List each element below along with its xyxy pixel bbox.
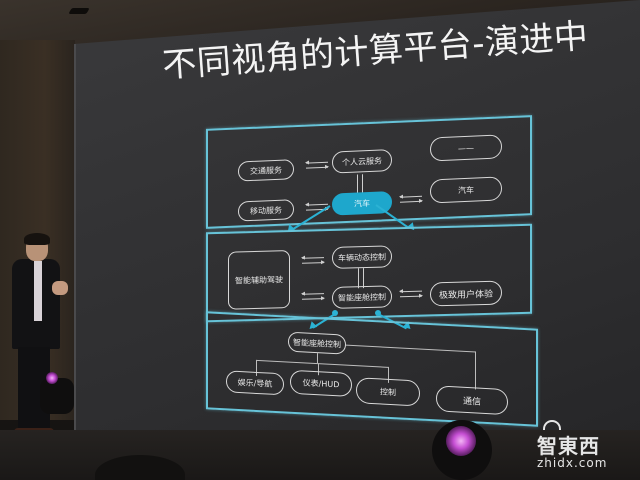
connector-dot	[332, 310, 338, 316]
node-mobile-service: 移动服务	[238, 199, 294, 222]
node-entertainment-nav: 娱乐/导航	[226, 370, 284, 396]
ceiling-light-icon	[68, 8, 90, 14]
tree-connector	[317, 353, 318, 364]
connector-dot	[375, 310, 381, 316]
bidirectional-arrow-icon	[301, 255, 325, 266]
stage-light-icon	[446, 426, 476, 456]
speaker-figure	[10, 233, 70, 440]
panel-cockpit-tree: 智能座舱控制 娱乐/导航 仪表/HUD 控制 通信	[206, 311, 538, 427]
node-car-right: 汽车	[430, 176, 502, 204]
node-traffic-service: 交通服务	[238, 159, 294, 182]
node-vehicle-dynamics: 车辆动态控制	[332, 245, 392, 269]
node-cluster-hud: 仪表/HUD	[290, 369, 352, 397]
watermark-logo: 智東西	[537, 434, 600, 458]
node-communication: 通信	[436, 385, 508, 416]
panel-vehicle-control: 智能辅助驾驶 车辆动态控制 智能座舱控制 极致用户体验	[206, 223, 532, 323]
node-cockpit-control: 智能座舱控制	[332, 285, 392, 309]
wifi-icon	[543, 420, 561, 430]
audience-head	[95, 455, 185, 480]
speaker-hair	[24, 233, 50, 245]
watermark-url: zhidx.com	[537, 456, 608, 470]
node-personal-cloud: 个人云服务	[332, 149, 392, 174]
bidirectional-arrow-icon	[399, 289, 423, 300]
node-control: 控制	[356, 377, 420, 407]
tree-connector	[346, 344, 476, 353]
tree-connector	[256, 359, 388, 368]
stage-light-icon	[46, 372, 58, 384]
speaker-shirt	[34, 261, 42, 321]
watermark: 智東西 zhidx.com	[537, 420, 632, 476]
bidirectional-arrow-icon	[399, 194, 423, 205]
bidirectional-arrow-icon	[301, 291, 325, 302]
panel-ecosystem: 交通服务 个人云服务 —— 移动服务 汽车 汽车	[206, 115, 532, 229]
bidirectional-arrow-icon	[305, 160, 329, 171]
tree-connector	[475, 351, 476, 390]
node-tree-root: 智能座舱控制	[288, 331, 346, 355]
node-user-experience: 极致用户体验	[430, 280, 502, 307]
projection-screen	[74, 0, 640, 440]
node-car-center: 汽车	[332, 191, 392, 216]
node-blank: ——	[430, 134, 502, 162]
screen-edge	[74, 44, 76, 440]
stage-light-fixture	[40, 378, 74, 414]
node-adas: 智能辅助驾驶	[228, 250, 290, 310]
speaker-hands	[52, 281, 68, 295]
